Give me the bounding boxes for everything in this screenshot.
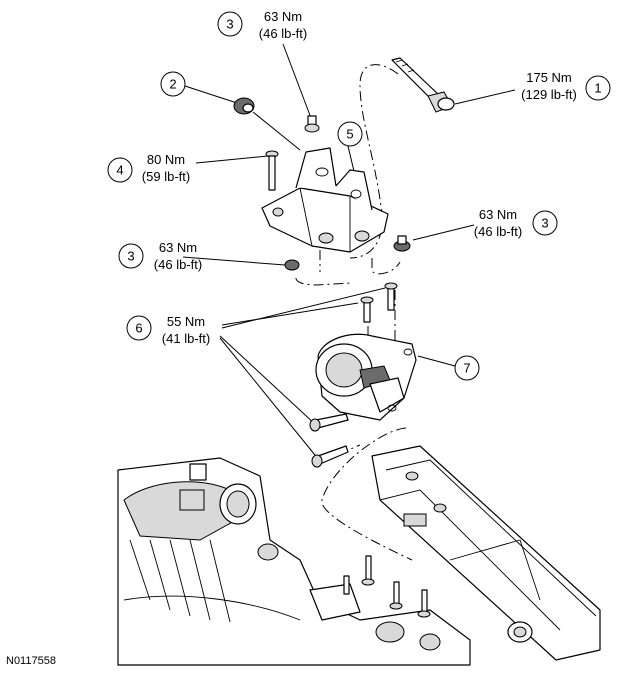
torque-lbft: (129 lb-ft)	[521, 87, 577, 102]
callout-2: 2	[160, 71, 186, 97]
callout-number: 4	[116, 163, 123, 178]
callout-number: 6	[135, 321, 142, 336]
torque-nm: 63 Nm	[479, 207, 517, 222]
callout-7: 7	[454, 355, 480, 381]
washer	[233, 97, 255, 115]
callout-6: 6 55 Nm (41 lb-ft)	[126, 314, 210, 346]
callout-3-right: 3 63 Nm (46 lb-ft)	[474, 207, 558, 239]
leader-lines	[182, 43, 516, 461]
callout-number: 3	[226, 17, 233, 32]
callout-number: 1	[594, 81, 601, 96]
callout-number: 3	[541, 216, 548, 231]
torque-nm: 55 Nm	[167, 314, 205, 329]
callout-3-top: 3 63 Nm (46 lb-ft)	[217, 9, 307, 41]
engine-assembly	[117, 457, 471, 666]
callout-5: 5	[337, 121, 363, 147]
callout-number: 2	[169, 77, 176, 92]
torque-lbft: (46 lb-ft)	[154, 257, 202, 272]
torque-lbft: (46 lb-ft)	[259, 26, 307, 41]
torque-nm: 175 Nm	[526, 70, 572, 85]
upper-bracket	[261, 147, 389, 253]
callout-number: 7	[463, 361, 470, 376]
callout-4: 4 80 Nm (59 lb-ft)	[107, 152, 190, 184]
fasteners	[265, 115, 411, 468]
frame-rail	[371, 445, 601, 661]
callout-number: 5	[346, 127, 353, 142]
torque-nm: 63 Nm	[264, 9, 302, 24]
callout-number: 3	[127, 249, 134, 264]
torque-lbft: (41 lb-ft)	[162, 331, 210, 346]
torque-lbft: (59 lb-ft)	[142, 169, 190, 184]
callout-3-left: 3 63 Nm (46 lb-ft)	[118, 240, 202, 272]
torque-nm: 80 Nm	[147, 152, 185, 167]
through-bolt	[391, 57, 455, 113]
torque-lbft: (46 lb-ft)	[474, 224, 522, 239]
engine-mount	[315, 333, 417, 421]
figure-reference-id: N0117558	[6, 655, 56, 667]
callout-1: 1 175 Nm (129 lb-ft)	[521, 70, 611, 102]
torque-nm: 63 Nm	[159, 240, 197, 255]
